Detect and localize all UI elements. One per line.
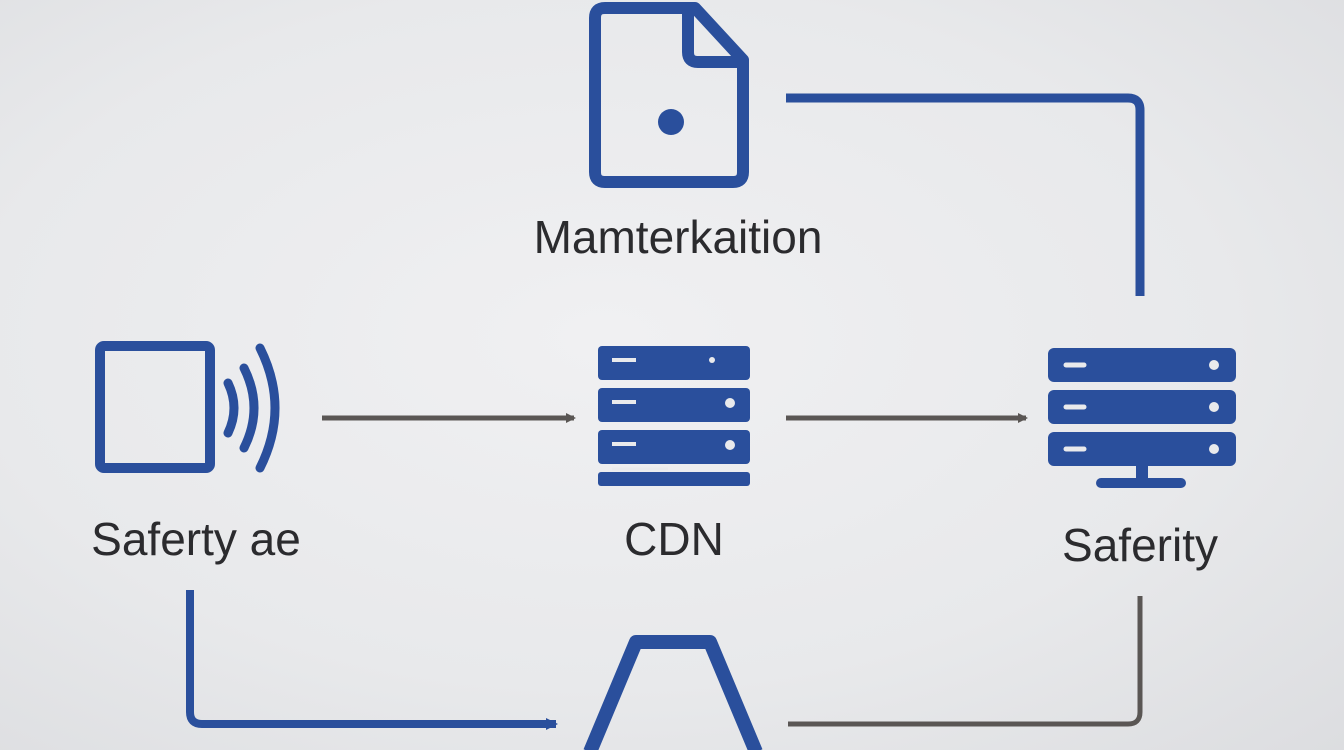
connector-document-server xyxy=(786,93,1145,296)
connector-device-bottom xyxy=(186,590,558,730)
connector-server-bottom xyxy=(788,596,1143,727)
device-label: Saferty ae xyxy=(91,513,301,565)
server-label: Saferity xyxy=(1062,519,1218,571)
document-icon xyxy=(589,2,749,188)
wireless-device-icon xyxy=(95,341,280,473)
cdn-label: CDN xyxy=(624,513,724,565)
document-label: Mamterkaition xyxy=(533,211,823,263)
trapezoid-icon xyxy=(583,635,763,750)
server-monitor-icon xyxy=(1048,348,1236,488)
server-rack-icon xyxy=(598,346,750,486)
